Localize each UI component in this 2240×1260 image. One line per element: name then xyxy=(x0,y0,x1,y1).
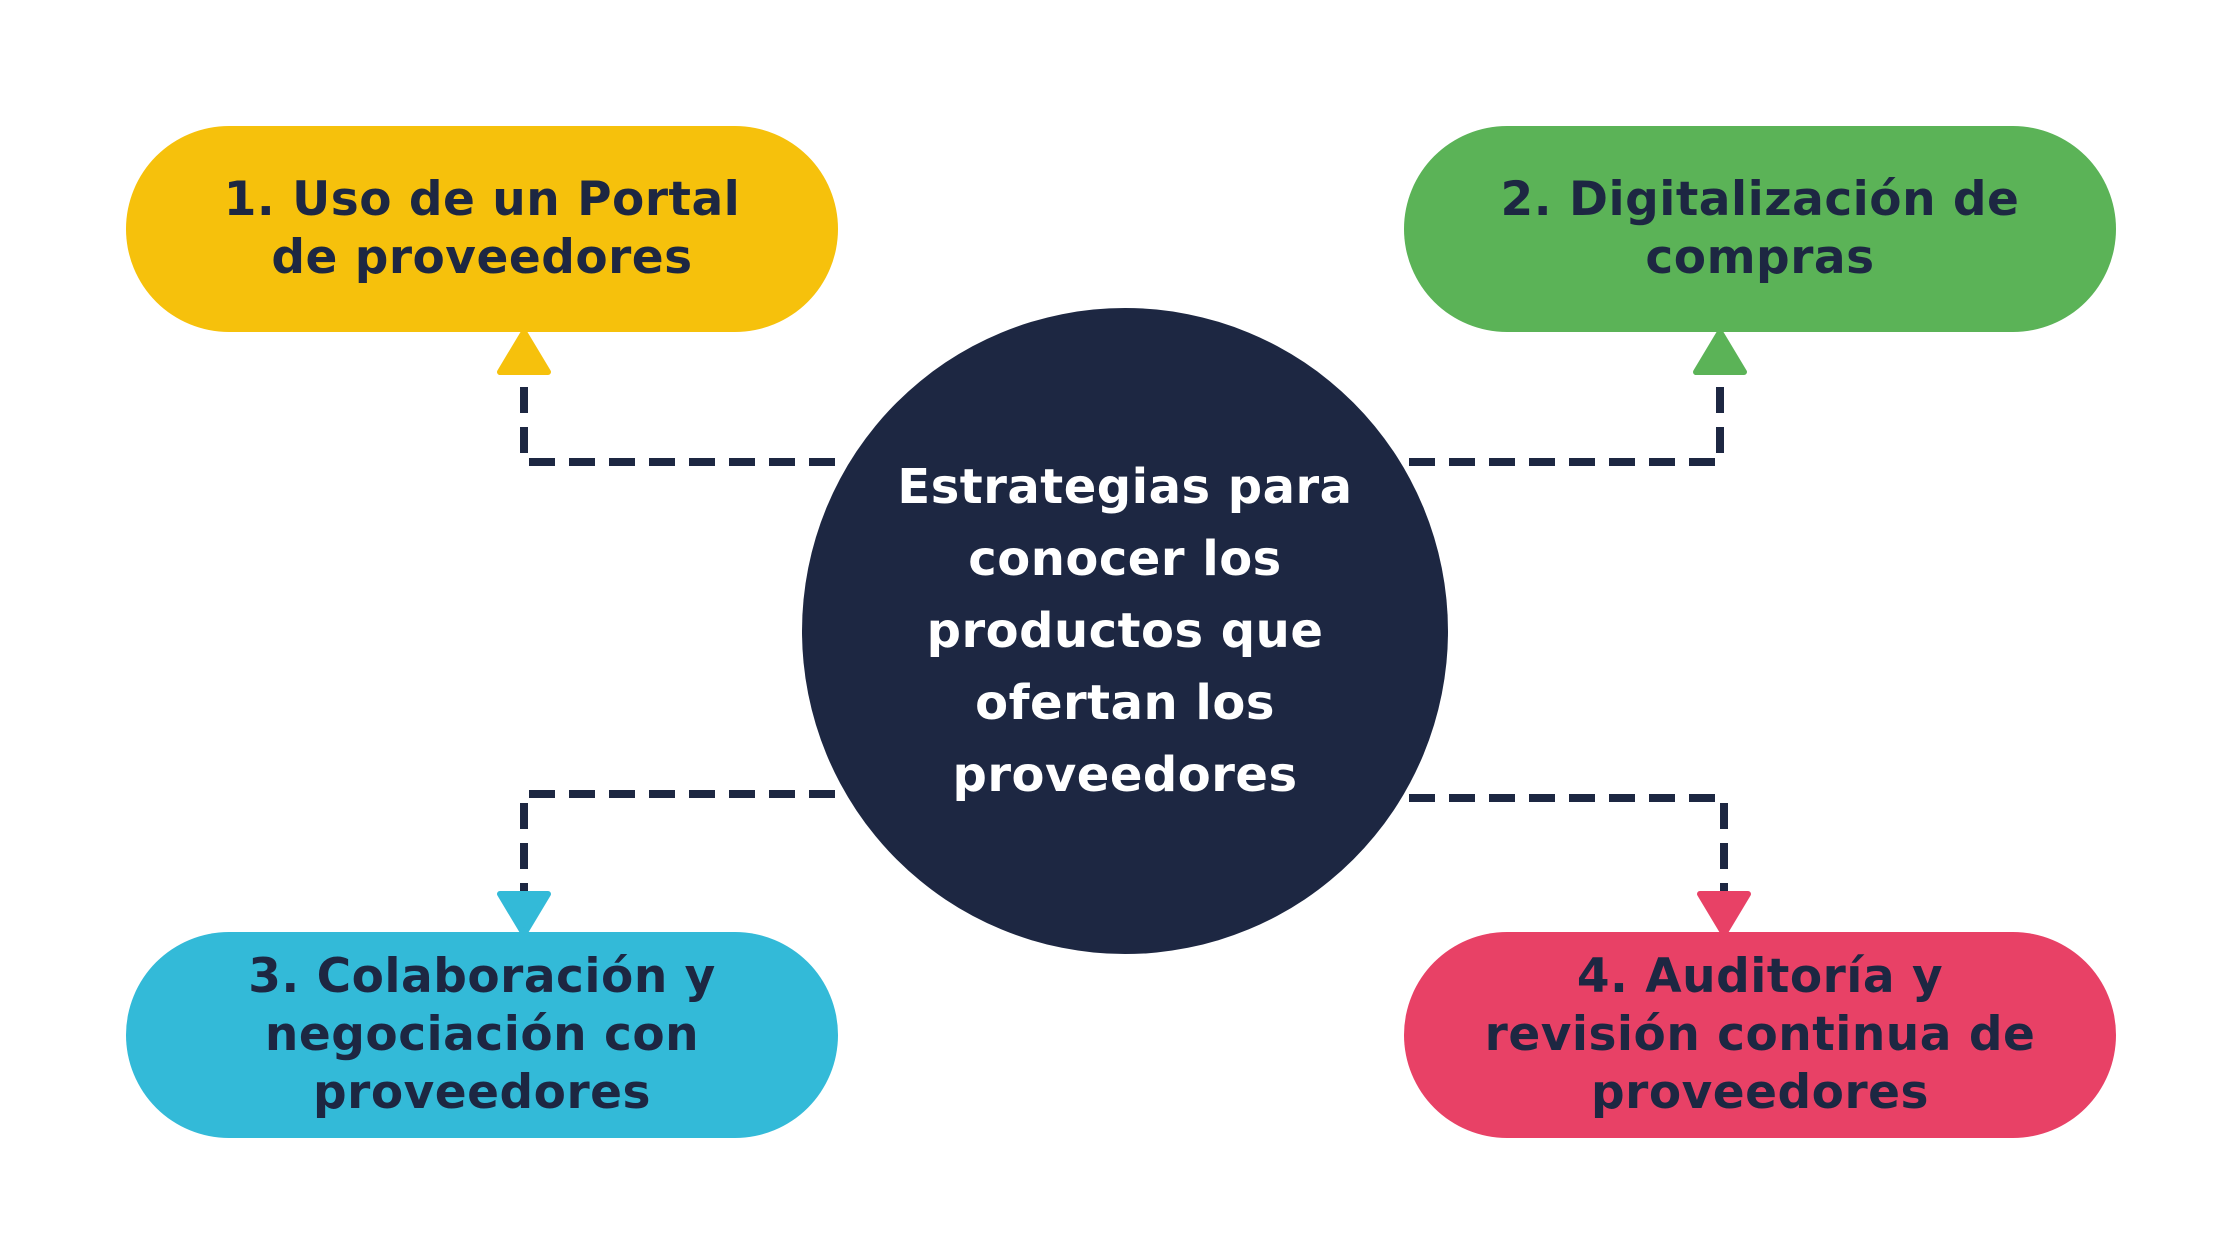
strategy-node-4-label: 4. Auditoría y revisión continua de prov… xyxy=(1484,949,2036,1120)
connector-1 xyxy=(520,362,835,466)
connector-2 xyxy=(1409,362,1724,466)
arrow-up-1 xyxy=(497,329,551,375)
strategy-node-2: 2. Digitalización de compras xyxy=(1404,126,2116,332)
arrow-down-4 xyxy=(1697,891,1751,937)
strategy-node-3-label: 3. Colaboración y negociación con provee… xyxy=(248,949,716,1120)
central-topic-circle: Estrategias para conocer los productos q… xyxy=(802,308,1448,954)
strategy-node-4: 4. Auditoría y revisión continua de prov… xyxy=(1404,932,2116,1138)
connector-3 xyxy=(520,790,835,902)
arrow-up-2 xyxy=(1693,329,1747,375)
strategy-node-1-label: 1. Uso de un Portal de proveedores xyxy=(223,172,741,285)
central-topic-label: Estrategias para conocer los productos q… xyxy=(897,459,1353,803)
strategy-node-2-label: 2. Digitalización de compras xyxy=(1500,172,2020,285)
arrow-down-3 xyxy=(497,891,551,937)
strategy-node-3: 3. Colaboración y negociación con provee… xyxy=(126,932,838,1138)
connector-4 xyxy=(1409,794,1728,902)
strategy-node-1: 1. Uso de un Portal de proveedores xyxy=(126,126,838,332)
